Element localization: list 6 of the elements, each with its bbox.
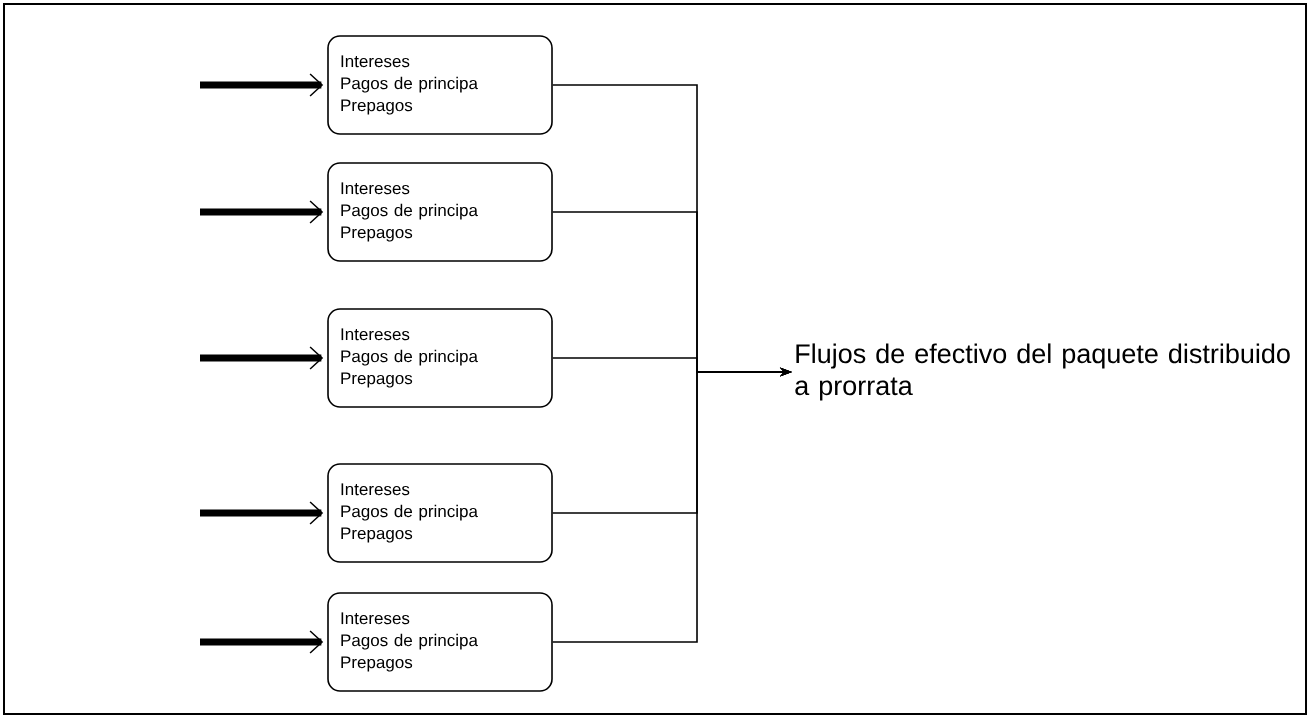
- process-box: Intereses Pagos de principa Prepagos: [327, 463, 553, 563]
- process-box: Intereses Pagos de principa Prepagos: [327, 308, 553, 408]
- process-box: Intereses Pagos de principa Prepagos: [327, 592, 553, 692]
- process-box: Intereses Pagos de principa Prepagos: [327, 162, 553, 262]
- output-label: Flujos de efectivo del paquete distribuido a prorrata: [795, 343, 1290, 401]
- process-box: Intereses Pagos de principa Prepagos: [327, 35, 553, 135]
